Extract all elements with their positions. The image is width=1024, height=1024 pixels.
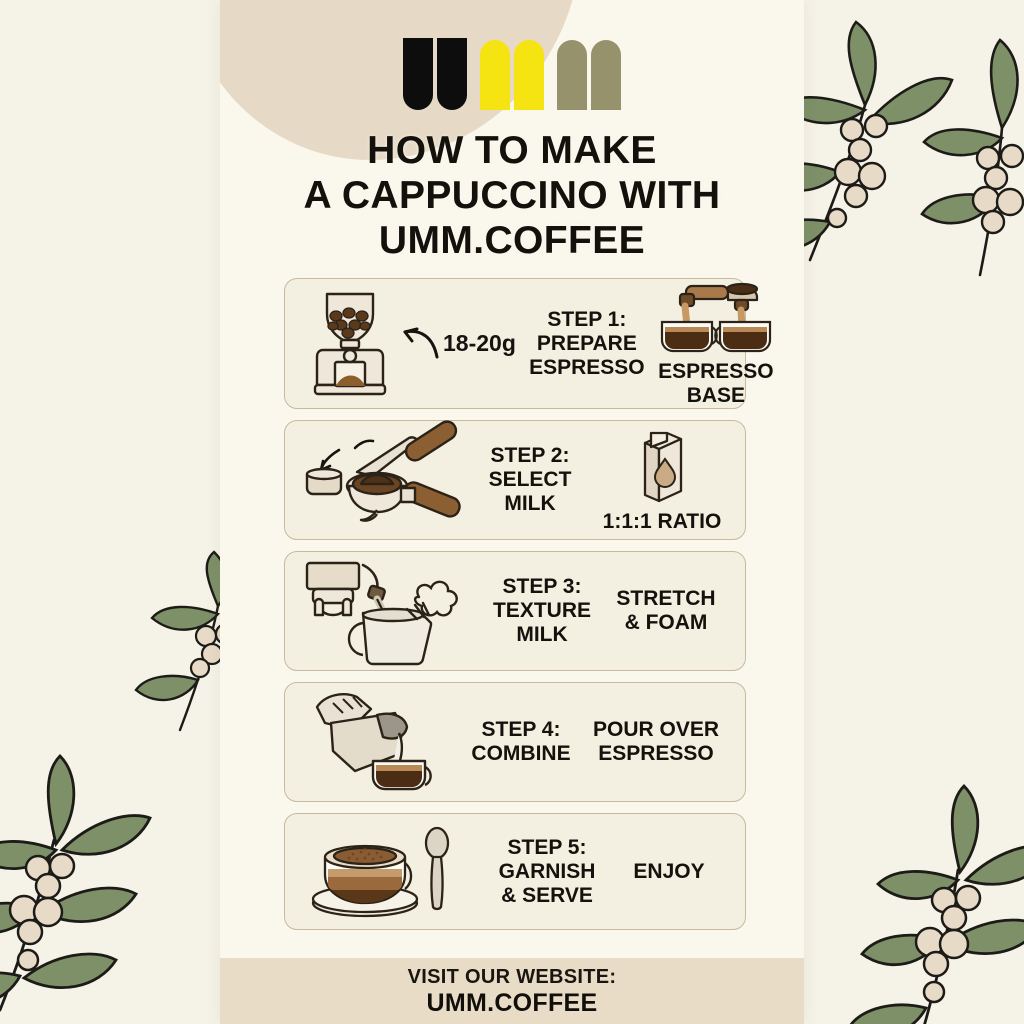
page-title: HOW TO MAKE A CAPPUCCINO WITH UMM.COFFEE [240,128,784,263]
step-3-label-line-2: TEXTURE [492,599,591,622]
step-1-note: ESPRESSO BASE [650,360,782,408]
hand-pouring-milk-icon [309,689,447,795]
step-3-note-line-1: STRETCH [616,587,716,610]
step-card-3[interactable]: STEP 3: TEXTURE MILK STRETCH & FOAM [284,551,746,671]
step-1-right-block: ESPRESSO BASE [650,280,782,408]
step-5-label-line-1: STEP 5: [507,835,587,859]
step-2-label-line-1: STEP 2: [490,444,570,467]
portafilter-tamper-icon [303,420,463,532]
step-4-note-line-2: ESPRESSO [598,742,714,765]
step-4-note: POUR OVER ESPRESSO [585,718,727,766]
umm-logo [220,36,804,110]
title-line-1: HOW TO MAKE [367,129,657,172]
step-1-label-line-3: ESPRESSO [529,355,645,379]
coffee-grinder-icon [307,288,393,400]
step-3-note-line-2: & FOAM [624,611,708,634]
cappuccino-cup-saucer-spoon-icon [307,823,459,921]
step-card-2[interactable]: STEP 2: SELECT MILK [284,420,746,540]
footer-band: VISIT OUR WEBSITE: UMM.COFFEE [220,958,804,1024]
step-2-label: STEP 2: SELECT MILK [471,444,589,516]
step-4-label-line-2: COMBINE [471,742,571,765]
step-2-right-block: 1:1:1 RATIO [597,427,727,534]
step-card-4[interactable]: STEP 4: COMBINE POUR OVER ESPRESSO [284,682,746,802]
step-3-note: STRETCH & FOAM [605,587,727,635]
logo-letter-m-yellow [480,40,544,110]
step-3-label: STEP 3: TEXTURE MILK [479,575,605,647]
title-line-3: UMM.COFFEE [378,219,646,262]
arrow-left-icon [399,327,441,361]
step-5-label: STEP 5: GARNISH & SERVE [485,836,609,908]
title-line-2: A CAPPUCCINO WITH [303,174,721,217]
step-card-5[interactable]: STEP 5: GARNISH & SERVE ENJOY [284,813,746,930]
logo-letter-m-olive [557,40,621,110]
step-3-label-line-3: MILK [516,623,568,646]
step-2-note: 1:1:1 RATIO [603,510,722,534]
step-4-label: STEP 4: COMBINE [457,718,585,766]
step-4-label-line-1: STEP 4: [481,718,561,741]
step-card-1[interactable]: 18-20g STEP 1: PREPARE ESPRESSO [284,278,774,409]
step-5-label-line-3: & SERVE [501,883,593,907]
step-4-note-line-1: POUR OVER [592,718,720,741]
logo-letter-u [403,38,467,110]
double-espresso-shot-icon [650,280,782,356]
step-2-label-line-3: MILK [504,492,556,515]
step-2-note-line-1: 1:1:1 RATIO [602,509,722,533]
step-1-label: STEP 1: PREPARE ESPRESSO [528,308,646,380]
step-3-label-line-1: STEP 3: [502,575,582,598]
coffee-branch-decoration-bottom-right [820,760,1024,1024]
center-panel: HOW TO MAKE A CAPPUCCINO WITH UMM.COFFEE [220,0,804,1024]
step-2-label-line-2: SELECT [488,468,572,491]
step-1-note-line-1: ESPRESSO BASE [658,359,774,407]
step-5-label-line-2: GARNISH [498,859,596,883]
steps-list: 18-20g STEP 1: PREPARE ESPRESSO [284,278,774,941]
footer-website-label: VISIT OUR WEBSITE: [407,965,617,988]
coffee-branch-decoration-bottom-left [0,720,220,1020]
grind-weight-annotation: 18-20g [443,330,516,356]
step-1-label-line-1: STEP 1: [547,307,627,331]
milk-carton-icon [631,427,693,505]
step-5-note: ENJOY [609,860,729,884]
step-1-label-line-2: PREPARE [536,331,637,355]
step-5-note-line-1: ENJOY [633,859,705,883]
footer-website-url[interactable]: UMM.COFFEE [426,988,598,1017]
steam-wand-pitcher-icon [301,557,473,666]
